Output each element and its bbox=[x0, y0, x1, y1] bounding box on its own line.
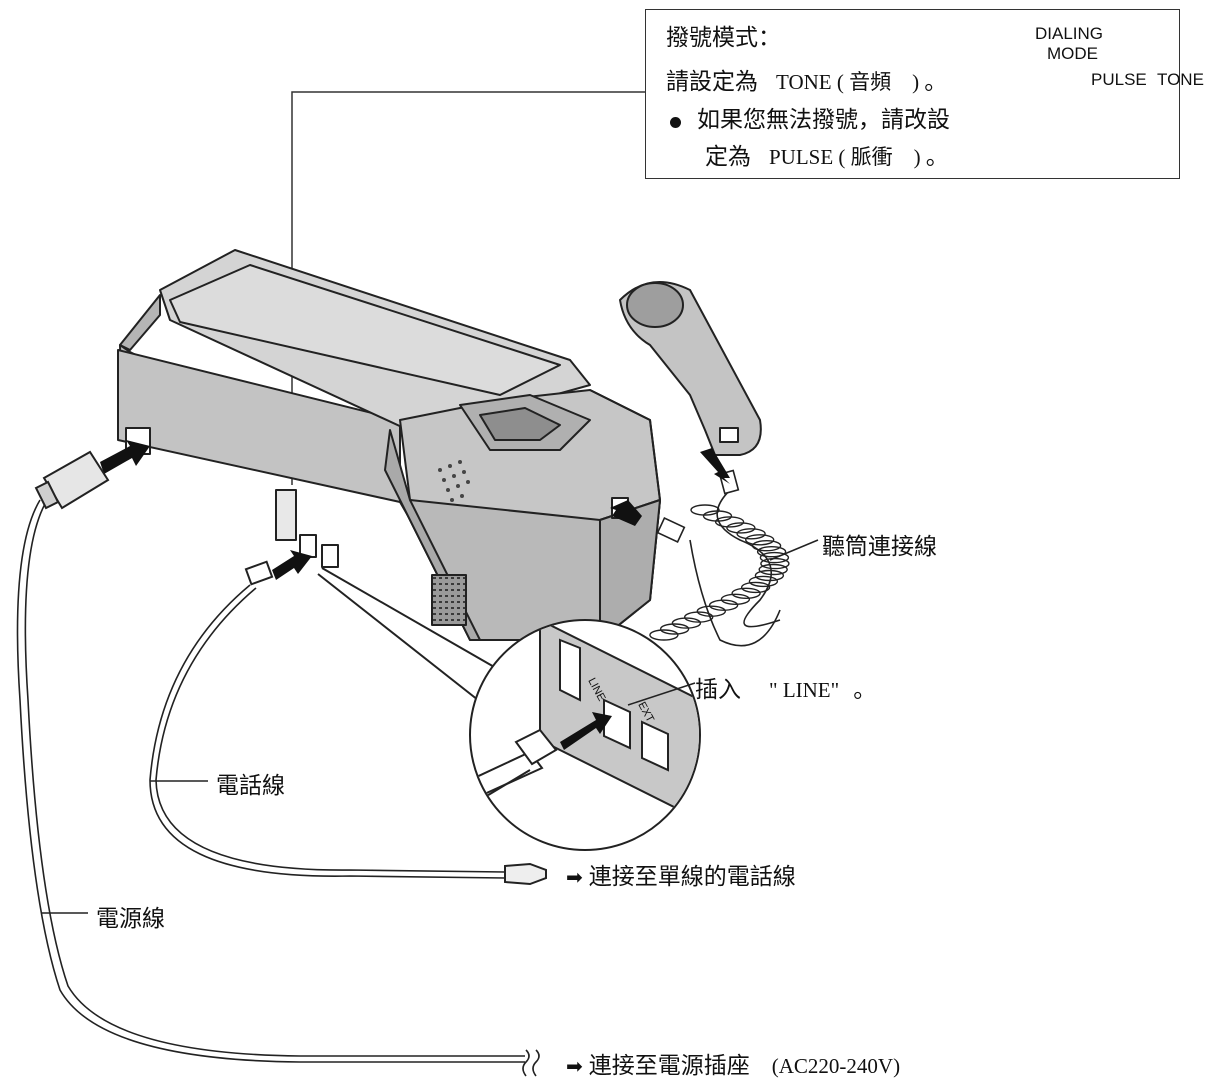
dialing-line1-b: TONE ( 音頻 ) bbox=[776, 70, 920, 94]
dialing-line2-text: 如果您無法撥號，請改設 bbox=[697, 107, 950, 133]
dialing-line3-c: 。 bbox=[925, 144, 949, 170]
cord-coil bbox=[751, 540, 782, 552]
cord-coil bbox=[714, 516, 745, 528]
cord-coil bbox=[759, 551, 790, 564]
phone-line-cord bbox=[149, 584, 506, 879]
cord-coil bbox=[731, 587, 761, 599]
cord-coil bbox=[690, 504, 720, 516]
cord-coil bbox=[671, 617, 702, 629]
label-insert-line: 插入 " LINE" 。 bbox=[695, 670, 876, 704]
bullet-icon bbox=[670, 117, 681, 128]
cord-coil bbox=[758, 563, 788, 576]
fax-body bbox=[117, 249, 661, 641]
power-cord bbox=[16, 499, 540, 1077]
phone-line-plugs bbox=[244, 560, 547, 886]
dialing-line2: 如果您無法撥號，請改設 bbox=[670, 100, 950, 134]
label-handset-cord: 聽筒連接線 bbox=[822, 534, 937, 560]
dialing-line3-b: PULSE ( 脈衝 ) bbox=[769, 145, 921, 169]
zoom-inset bbox=[317, 567, 701, 851]
cord-coil bbox=[659, 623, 690, 635]
handset-cord bbox=[649, 469, 790, 647]
leader-handset-cord bbox=[769, 539, 819, 561]
cord-coil bbox=[745, 534, 775, 546]
label-connect-outlet-a: 連接至電源插座 bbox=[588, 1053, 750, 1079]
label-connect-single-line-text: 連接至單線的電話線 bbox=[588, 864, 796, 890]
cord-coil bbox=[726, 522, 756, 534]
cord-coil bbox=[756, 546, 787, 558]
label-insert-b: " LINE" bbox=[769, 678, 840, 702]
cord-coil bbox=[740, 581, 771, 594]
plug-arrows bbox=[100, 440, 730, 580]
switch-title-2: MODE bbox=[1047, 44, 1098, 63]
switch-label-pulse: PULSE bbox=[1091, 70, 1147, 89]
label-connect-outlet-b: (AC220-240V) bbox=[771, 1054, 901, 1078]
label-connect-outlet: ➡連接至電源插座 (AC220-240V) bbox=[566, 1046, 900, 1080]
cord-coil bbox=[748, 575, 779, 588]
dialing-line3-a: 定為 bbox=[705, 144, 751, 170]
dialing-line3: 定為 PULSE ( 脈衝 ) 。 bbox=[705, 137, 949, 171]
cord-coil bbox=[684, 611, 714, 623]
switch-title-1: DIALING bbox=[1035, 24, 1104, 43]
dialing-line1: 請設定為 TONE ( 音頻 ) 。 bbox=[666, 62, 947, 96]
cord-coil bbox=[736, 528, 766, 540]
label-phone-line: 電話線 bbox=[216, 773, 285, 799]
switch-label-tone: TONE bbox=[1157, 70, 1204, 89]
handset bbox=[619, 281, 762, 456]
dialing-line1-c: 。 bbox=[924, 69, 948, 95]
label-power-cord: 電源線 bbox=[96, 906, 165, 932]
power-plug bbox=[34, 450, 110, 510]
dialing-heading: 撥號模式： bbox=[666, 25, 781, 51]
cord-coil bbox=[720, 593, 751, 605]
label-insert-c: 。 bbox=[853, 677, 877, 703]
cord-coil bbox=[702, 510, 733, 522]
label-connect-single-line: ➡連接至單線的電話線 bbox=[566, 857, 796, 891]
cord-coil bbox=[696, 605, 726, 617]
arrow-right-icon: ➡ bbox=[566, 1054, 583, 1078]
cord-coil bbox=[649, 629, 679, 641]
dialing-mode-box bbox=[645, 9, 1180, 179]
arrow-right-icon: ➡ bbox=[566, 865, 583, 889]
label-insert-a: 插入 bbox=[695, 677, 741, 703]
cord-coil bbox=[754, 569, 785, 582]
dialing-line1-a: 請設定為 bbox=[666, 69, 758, 95]
cord-coil bbox=[708, 599, 739, 611]
